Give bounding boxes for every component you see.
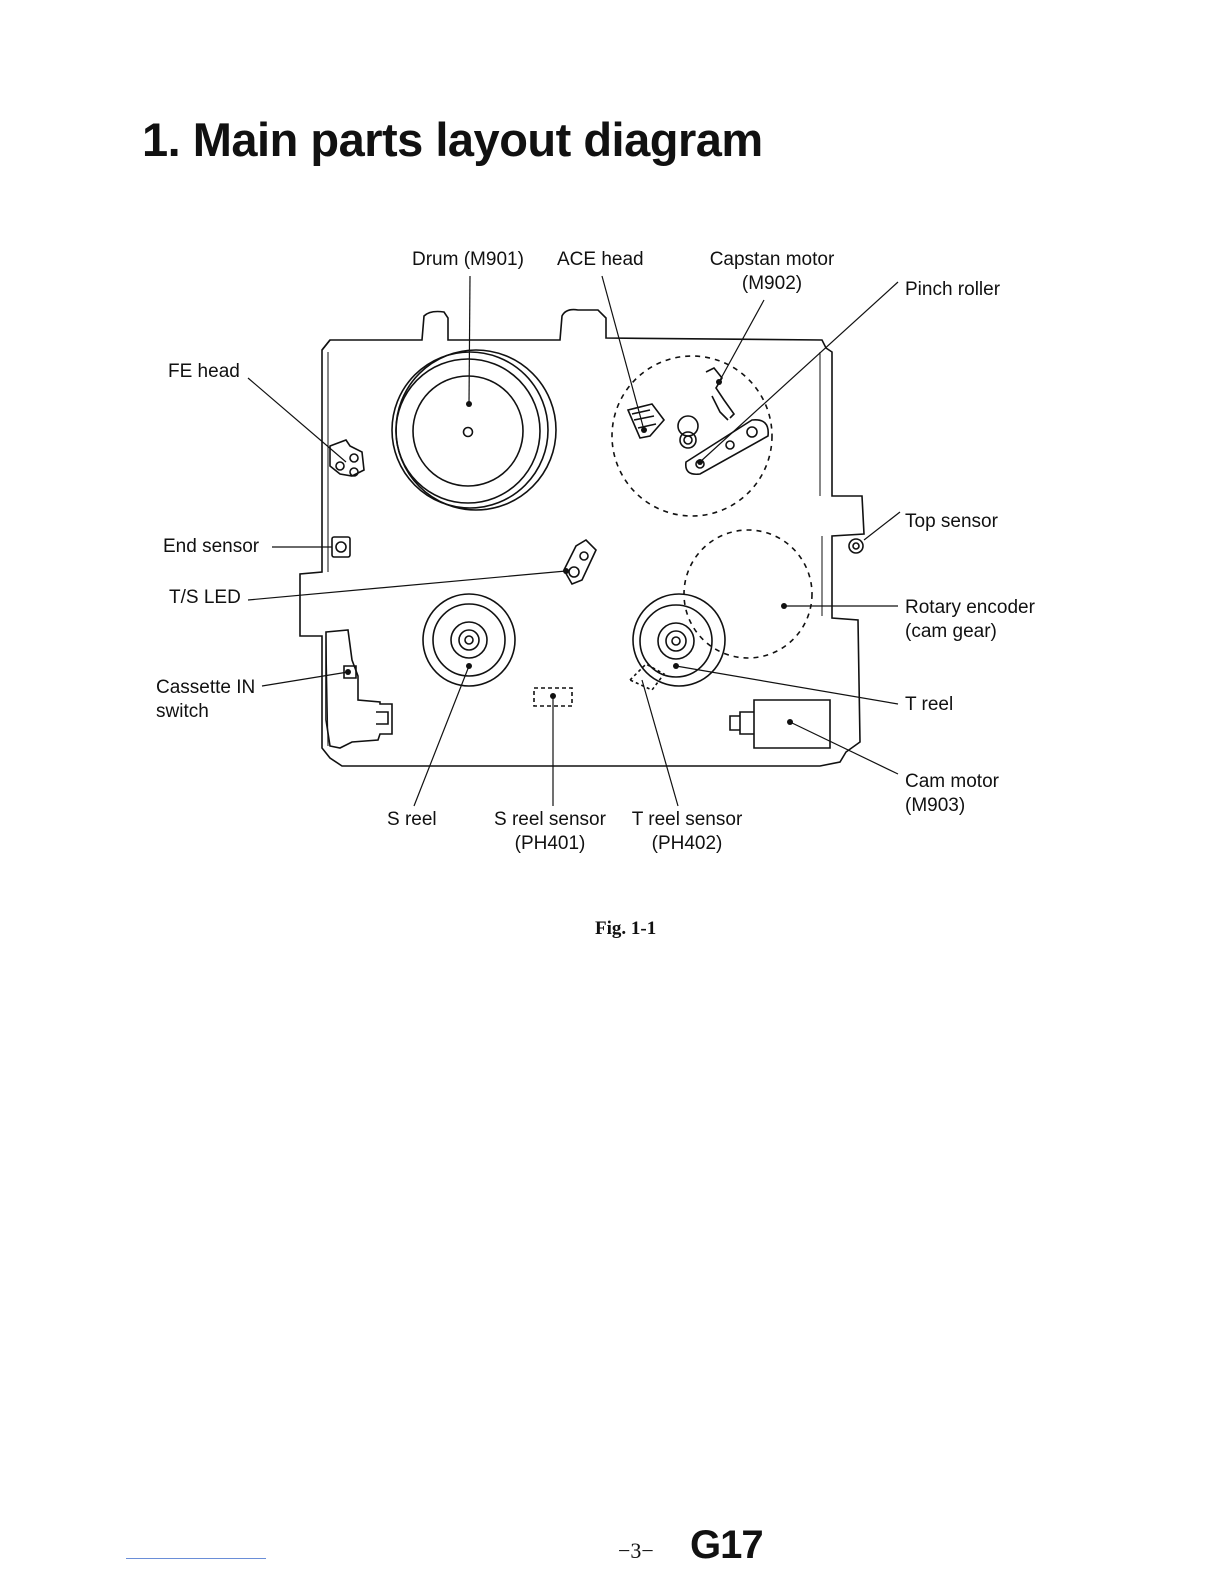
- page-number: −3−: [618, 1538, 654, 1564]
- label-cassette-in-switch: Cassette IN switch: [156, 676, 255, 724]
- label-s-reel: S reel: [387, 808, 437, 832]
- t-reel-sensor-icon: [630, 664, 664, 690]
- leader-lines: [248, 276, 900, 806]
- label-t-reel: T reel: [905, 693, 953, 717]
- label-fe-head: FE head: [168, 360, 240, 384]
- ts-led-icon: [564, 540, 596, 584]
- label-capstan-motor: Capstan motor (M902): [700, 248, 844, 296]
- ace-head-icon: [628, 404, 664, 438]
- label-t-reel-sensor: T reel sensor (PH402): [624, 808, 750, 856]
- label-s-reel-sensor: S reel sensor (PH401): [486, 808, 614, 856]
- label-ts-led: T/S LED: [169, 586, 241, 610]
- label-end-sensor: End sensor: [163, 535, 259, 559]
- cassette-in-switch-icon: [326, 630, 392, 748]
- end-sensor-icon: [332, 537, 350, 557]
- rotary-encoder-area: [684, 530, 812, 658]
- page-code: G17: [690, 1523, 763, 1568]
- label-pinch-roller: Pinch roller: [905, 278, 1000, 302]
- figure-caption: Fig. 1-1: [595, 918, 656, 940]
- label-drum: Drum (M901): [412, 248, 524, 272]
- s-reel-icon: [423, 594, 515, 686]
- top-sensor-icon: [849, 539, 863, 553]
- footer-rule: [126, 1558, 266, 1559]
- label-rotary-encoder: Rotary encoder (cam gear): [905, 596, 1035, 644]
- capstan-motor-icon: [706, 368, 734, 420]
- drum-icon: [392, 350, 556, 510]
- label-top-sensor: Top sensor: [905, 510, 998, 534]
- fe-head-icon: [330, 440, 364, 476]
- label-ace-head: ACE head: [557, 248, 644, 272]
- label-cam-motor: Cam motor (M903): [905, 770, 999, 818]
